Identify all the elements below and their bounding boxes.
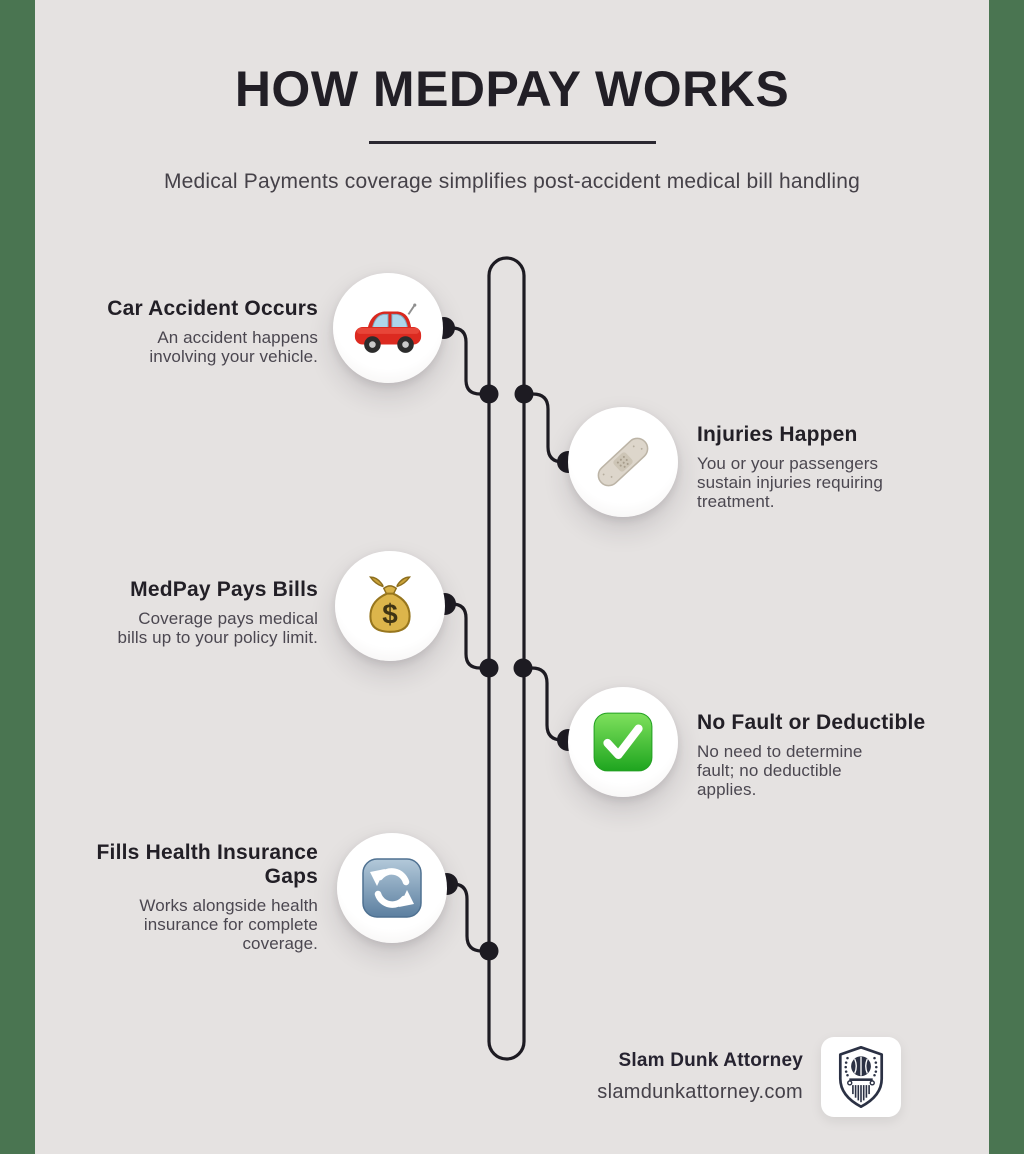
step-title: Injuries Happen bbox=[697, 423, 858, 446]
spine-dot-1r bbox=[514, 384, 534, 404]
connector-4 bbox=[521, 666, 570, 742]
connector-2 bbox=[522, 392, 570, 464]
step-4-no-fault: No Fault or Deductible No need to determ… bbox=[697, 711, 947, 799]
brand-name: Slam Dunk Attorney bbox=[618, 1050, 803, 1071]
spine-dot-1l bbox=[479, 384, 499, 404]
step-title: Fills Health Insurance Gaps bbox=[96, 841, 318, 889]
step-description: You or your passengers sustain injuries … bbox=[697, 454, 883, 511]
brand-logo-box bbox=[821, 1037, 901, 1117]
step-title: Car Accident Occurs bbox=[107, 297, 318, 320]
step-3-icon-circle: $ bbox=[335, 551, 445, 661]
step-5-icon-circle bbox=[337, 833, 447, 943]
step-4-icon-circle bbox=[568, 687, 678, 797]
step-2-icon-circle bbox=[568, 407, 678, 517]
step-description: Works alongside health insurance for com… bbox=[139, 896, 318, 953]
step-title: MedPay Pays Bills bbox=[130, 578, 318, 601]
step-description: An accident happens involving your vehic… bbox=[149, 328, 318, 366]
spine-dot-2r bbox=[513, 658, 533, 678]
check-mark-icon bbox=[593, 712, 653, 772]
brand-website: slamdunkattorney.com bbox=[597, 1081, 803, 1103]
connector-5 bbox=[445, 882, 491, 953]
timeline-spine bbox=[487, 256, 526, 1061]
basketball-shield-icon bbox=[838, 1045, 884, 1109]
connector-3 bbox=[443, 602, 491, 670]
left-edge-strip bbox=[0, 0, 35, 1154]
page-title: HOW MEDPAY WORKS bbox=[234, 61, 790, 117]
refresh-arrows-icon bbox=[362, 858, 422, 918]
spine-dot-3l bbox=[479, 941, 499, 961]
step-title: No Fault or Deductible bbox=[697, 711, 926, 734]
spine-dot-2l bbox=[479, 658, 499, 678]
step-5-fills-gaps: Fills Health Insurance Gaps Works alongs… bbox=[48, 841, 318, 953]
footer: Slam Dunk Attorney slamdunkattorney.com bbox=[597, 1050, 803, 1104]
step-description: Coverage pays medical bills up to your p… bbox=[117, 609, 318, 647]
money-bag-icon: $ bbox=[369, 576, 411, 633]
right-edge-strip bbox=[989, 0, 1024, 1154]
step-2-injuries: Injuries Happen You or your passengers s… bbox=[697, 423, 947, 511]
title-divider bbox=[369, 141, 656, 144]
page-subtitle: Medical Payments coverage simplifies pos… bbox=[163, 170, 861, 193]
step-1-car-accident: Car Accident Occurs An accident happens … bbox=[48, 297, 318, 367]
bandage-icon bbox=[597, 437, 649, 487]
svg-text:$: $ bbox=[382, 599, 398, 630]
connector-1 bbox=[442, 326, 491, 396]
step-description: No need to determine fault; no deductibl… bbox=[697, 742, 863, 799]
car-icon bbox=[354, 303, 422, 353]
step-3-medpay-pays: MedPay Pays Bills Coverage pays medical … bbox=[48, 578, 318, 648]
step-1-icon-circle bbox=[333, 273, 443, 383]
